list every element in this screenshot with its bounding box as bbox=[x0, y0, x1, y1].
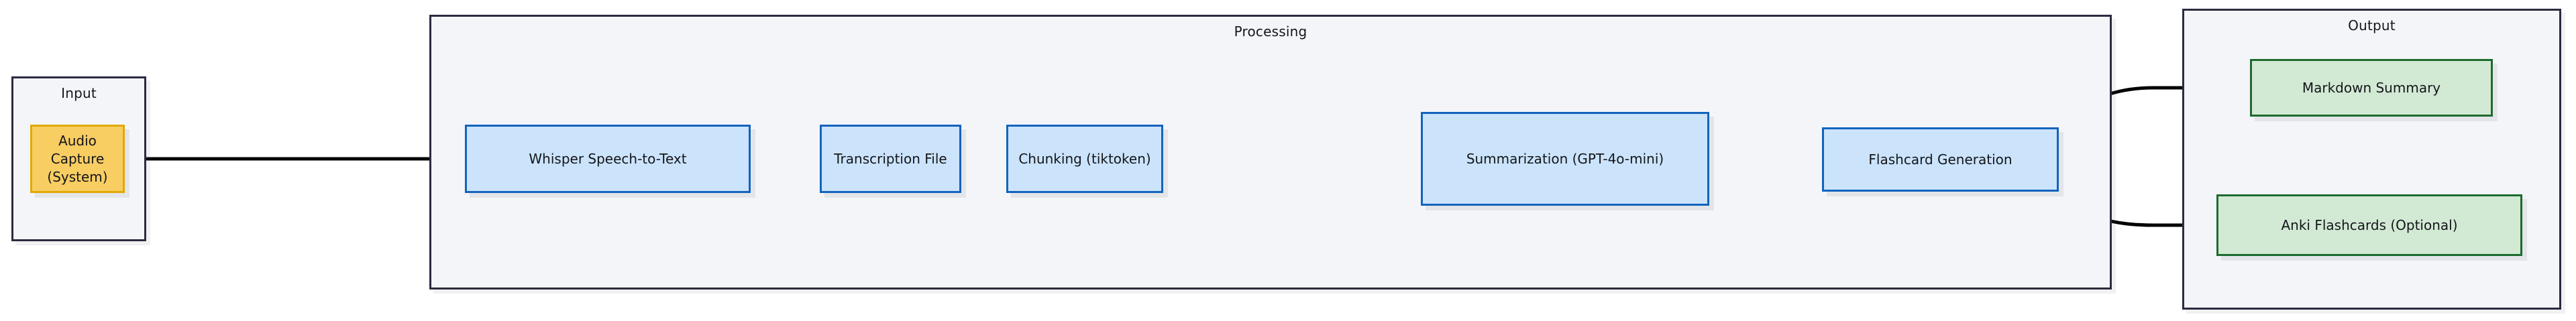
node-whisper-label: Whisper Speech-to-Text bbox=[529, 150, 687, 167]
cluster-output: Output bbox=[2182, 9, 2561, 310]
node-transcription-file-label: Transcription File bbox=[834, 150, 947, 167]
node-summarization[interactable]: Summarization (GPT-4o-mini) bbox=[1421, 112, 1709, 206]
node-flashcard-generation-label: Flashcard Generation bbox=[1868, 151, 2012, 168]
node-chunking[interactable]: Chunking (tiktoken) bbox=[1006, 125, 1163, 193]
node-anki-flashcards[interactable]: Anki Flashcards (Optional) bbox=[2216, 194, 2522, 256]
node-flashcard-generation[interactable]: Flashcard Generation bbox=[1822, 127, 2059, 192]
node-markdown-summary-label: Markdown Summary bbox=[2302, 79, 2441, 96]
node-transcription-file[interactable]: Transcription File bbox=[820, 125, 961, 193]
node-chunking-label: Chunking (tiktoken) bbox=[1018, 150, 1151, 167]
cluster-input-title: Input bbox=[61, 85, 97, 101]
node-audio-capture-label: Audio Capture (System) bbox=[47, 132, 108, 185]
node-summarization-label: Summarization (GPT-4o-mini) bbox=[1466, 150, 1664, 167]
node-whisper[interactable]: Whisper Speech-to-Text bbox=[465, 125, 751, 193]
node-anki-flashcards-label: Anki Flashcards (Optional) bbox=[2281, 216, 2458, 233]
node-markdown-summary[interactable]: Markdown Summary bbox=[2250, 59, 2493, 117]
cluster-processing-title: Processing bbox=[1234, 23, 1307, 40]
node-audio-capture[interactable]: Audio Capture (System) bbox=[30, 125, 125, 193]
cluster-output-title: Output bbox=[2348, 17, 2396, 34]
